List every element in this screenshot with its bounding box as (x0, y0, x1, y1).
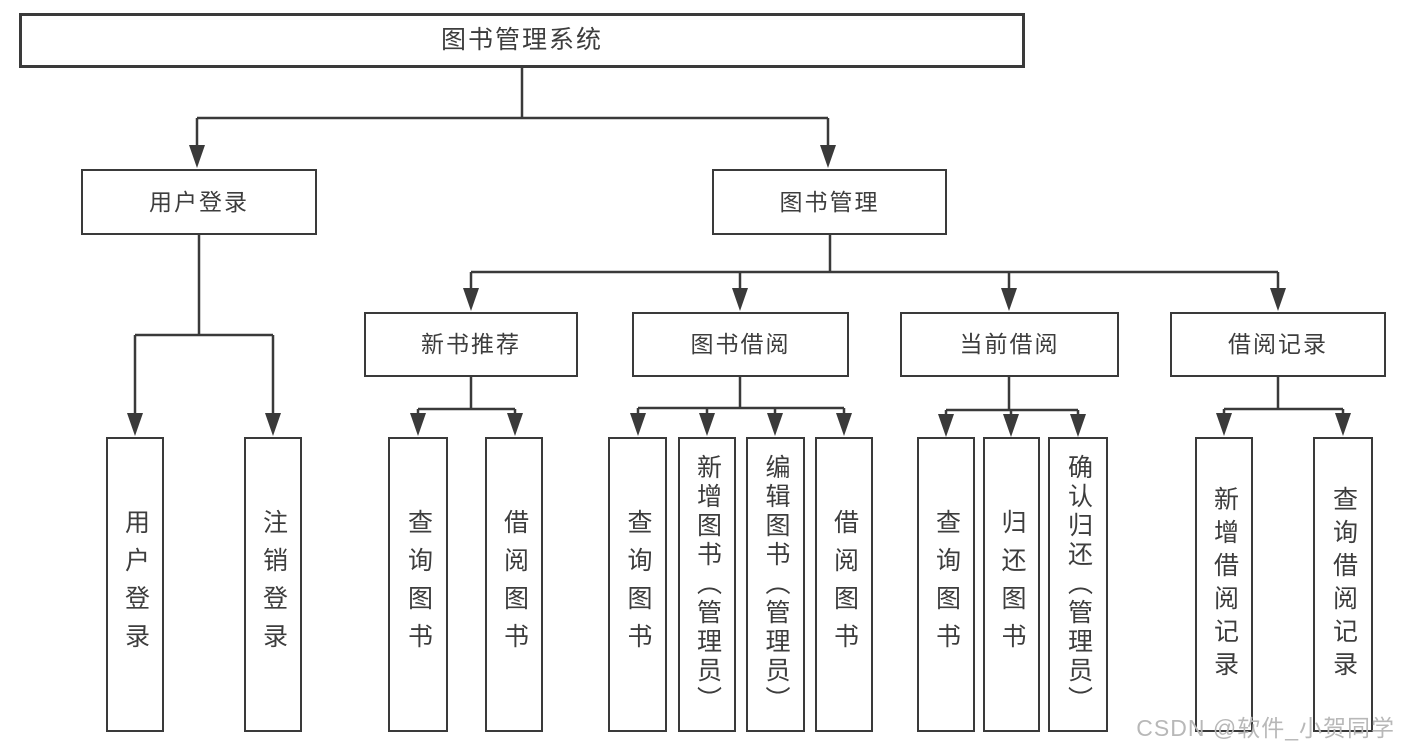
leaf-label: 编辑图书（管理员） (762, 454, 790, 715)
leaf-label: 借阅图书 (830, 508, 859, 661)
node-label: 当前借阅 (959, 331, 1060, 357)
node-label: 图书借阅 (690, 331, 791, 357)
leaf-borrow-books-recommend: 借阅图书 (485, 437, 543, 732)
arrowheads (127, 145, 1351, 437)
leaf-query-books-current: 查询图书 (917, 437, 975, 732)
leaf-add-books-admin: 新增图书（管理员） (678, 437, 736, 732)
node-new-book-recommend: 新书推荐 (364, 312, 578, 377)
node-root-system: 图书管理系统 (19, 13, 1025, 68)
leaf-label: 归还图书 (998, 508, 1026, 661)
leaf-label: 查询图书 (404, 508, 433, 661)
leaf-query-borrow-record: 查询借阅记录 (1313, 437, 1373, 732)
leaf-label: 查询图书 (932, 508, 961, 661)
node-borrowing-records: 借阅记录 (1170, 312, 1386, 377)
node-label: 新书推荐 (421, 331, 521, 357)
node-label: 用户登录 (149, 188, 249, 215)
node-label: 图书管理系统 (440, 26, 603, 54)
leaf-label: 新增图书（管理员） (693, 454, 722, 715)
leaf-label: 用户登录 (121, 508, 150, 661)
leaf-label: 借阅图书 (500, 508, 529, 661)
leaf-user-login: 用户登录 (106, 437, 164, 732)
leaf-query-books-recommend: 查询图书 (388, 437, 448, 732)
node-current-borrowing: 当前借阅 (900, 312, 1119, 377)
leaf-edit-books-admin: 编辑图书（管理员） (746, 437, 805, 732)
watermark-text: CSDN @软件_小贺同学 (1136, 715, 1395, 741)
node-label: 借阅记录 (1228, 331, 1328, 357)
leaf-label: 注销登录 (259, 508, 288, 661)
leaf-borrow-books: 借阅图书 (815, 437, 873, 732)
leaf-query-books-borrowing: 查询图书 (608, 437, 667, 732)
leaf-logout: 注销登录 (244, 437, 302, 732)
leaf-label: 确认归还（管理员） (1064, 454, 1093, 715)
node-user-login: 用户登录 (81, 169, 317, 235)
node-book-management: 图书管理 (712, 169, 947, 235)
node-label: 图书管理 (779, 188, 880, 215)
leaf-confirm-return-admin: 确认归还（管理员） (1048, 437, 1108, 732)
leaf-label: 查询借阅记录 (1329, 485, 1358, 684)
leaf-return-books: 归还图书 (983, 437, 1040, 732)
leaf-label: 新增借阅记录 (1210, 485, 1239, 684)
leaf-label: 查询图书 (624, 508, 652, 661)
leaf-add-borrow-record: 新增借阅记录 (1195, 437, 1253, 732)
node-book-borrowing: 图书借阅 (632, 312, 849, 377)
